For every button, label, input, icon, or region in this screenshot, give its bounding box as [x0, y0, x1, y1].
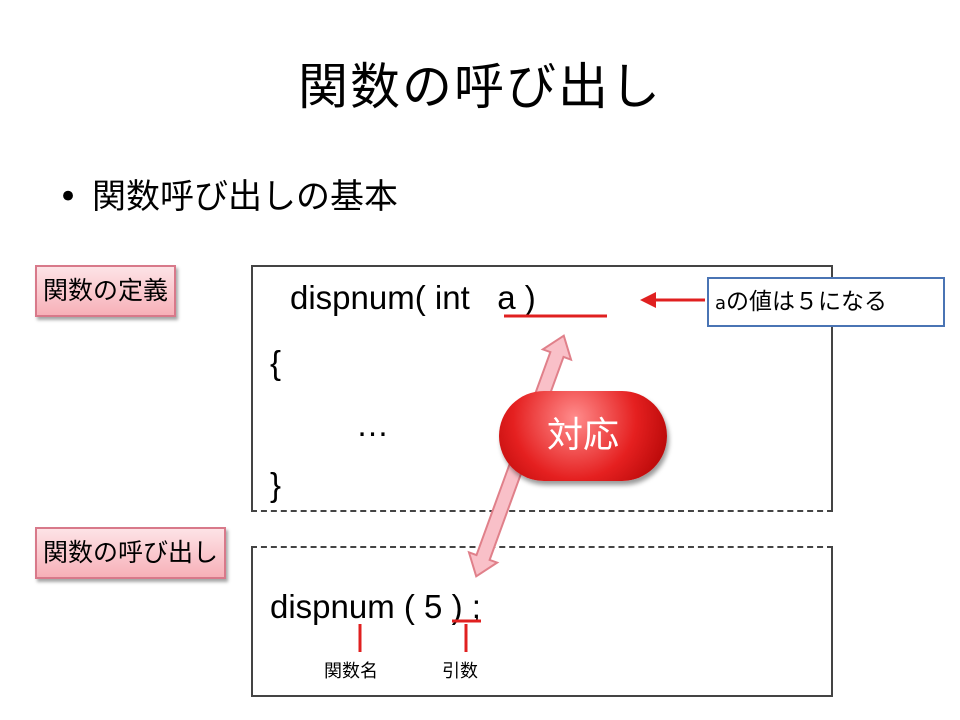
annotation-arrowhead	[640, 292, 656, 308]
function-call: dispnum ( 5 ) ;	[270, 588, 481, 625]
value-annotation: aの値は５になる	[707, 277, 945, 327]
bullet-item: • 関数呼び出しの基本	[58, 172, 398, 222]
call-code-box	[251, 546, 833, 697]
correspondence-badge: 対応	[499, 391, 667, 481]
annotation-variable: a	[715, 293, 727, 314]
bullet-text: 関数呼び出しの基本	[92, 177, 398, 217]
page-title: 関数の呼び出し	[298, 58, 662, 116]
body-ellipsis: …	[356, 406, 389, 443]
call-label: 関数の呼び出し	[35, 527, 227, 579]
bullet-symbol: •	[58, 177, 79, 217]
close-brace: }	[270, 466, 282, 503]
function-name-label: 関数名	[324, 661, 378, 682]
annotation-text: の値は５になる	[726, 289, 888, 315]
definition-label: 関数の定義	[35, 265, 177, 317]
argument-label: 引数	[442, 661, 478, 682]
definition-code-box	[251, 265, 833, 512]
open-brace: {	[270, 344, 282, 381]
function-signature: dispnum( int a )	[290, 279, 536, 316]
